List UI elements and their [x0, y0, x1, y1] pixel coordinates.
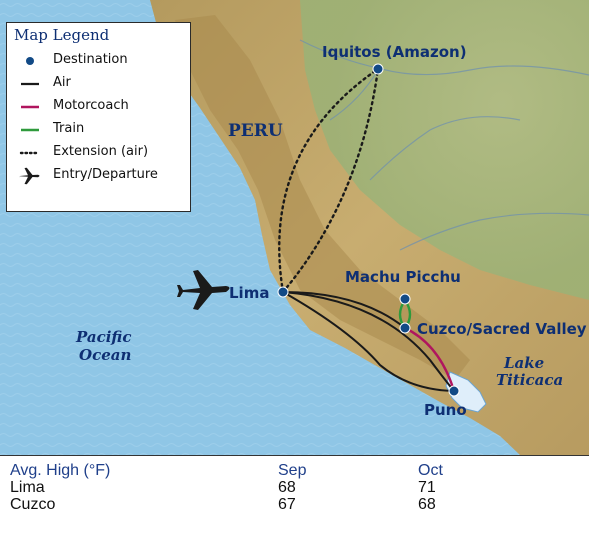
route-lima-puno-south [282, 291, 455, 392]
city-label-puno: Puno [424, 401, 467, 419]
legend-label: Entry/Departure [53, 167, 158, 182]
ocean-label-line2: Ocean [79, 346, 131, 364]
legend-item-extension: Extension (air) [7, 142, 190, 164]
legend-item-train: Train [7, 119, 190, 141]
row-oct: 68 [418, 496, 436, 513]
solid-line-icon [21, 82, 39, 86]
air-routes [282, 291, 455, 392]
legend-label: Extension (air) [53, 144, 149, 159]
city-label-iquitos: Iquitos (Amazon) [322, 43, 467, 61]
amazon-lowland [300, 0, 589, 300]
table-row: Cuzco 67 68 [10, 496, 538, 513]
city-label-machu-picchu: Machu Picchu [345, 268, 461, 286]
route-lima-cuzco [282, 291, 406, 329]
marker-machu-picchu[interactable] [399, 293, 411, 305]
country-label: PERU [228, 121, 283, 141]
table-row: Lima 68 71 [10, 479, 538, 496]
andes-ridge [175, 15, 470, 380]
marker-iquitos[interactable] [372, 63, 384, 75]
airplane-icon [177, 270, 230, 310]
green-line-icon [21, 128, 39, 132]
motorcoach-route [404, 326, 456, 392]
table-header-row: Avg. High (°F) Sep Oct [10, 462, 538, 479]
destination-markers [277, 63, 460, 397]
row-sep: 67 [278, 496, 296, 513]
row-sep: 68 [278, 479, 296, 496]
legend-label: Destination [53, 52, 128, 67]
airplane-icon [19, 167, 40, 185]
extension-routes [278, 67, 380, 294]
lake-label-line2: Titicaca [496, 371, 563, 389]
header-label: Avg. High (°F) [10, 462, 111, 479]
ocean-label-line1: Pacific [75, 328, 131, 346]
marker-cuzco[interactable] [399, 322, 411, 334]
legend-item-entry-departure: Entry/Departure [7, 165, 190, 187]
dotted-line-icon [19, 151, 41, 155]
route-lima-iquitos-east [281, 67, 380, 294]
lake-label-line1: Lake [503, 354, 544, 372]
city-label-cuzco: Cuzco/Sacred Valley [417, 320, 587, 338]
header-sep: Sep [278, 462, 307, 479]
city-label-lima: Lima [229, 284, 269, 302]
legend-label: Motorcoach [53, 98, 129, 113]
map-legend: Map Legend Destination Air Motorcoach Tr… [6, 22, 191, 212]
marker-puno[interactable] [448, 385, 460, 397]
legend-label: Train [53, 121, 85, 136]
marker-lima[interactable] [277, 286, 289, 298]
rivers [299, 39, 589, 251]
magenta-line-icon [21, 105, 39, 109]
route-lima-puno-north [282, 291, 455, 392]
legend-item-motorcoach: Motorcoach [7, 96, 190, 118]
row-city: Lima [10, 479, 45, 496]
header-oct: Oct [418, 462, 443, 479]
legend-item-destination: Destination [7, 50, 190, 72]
route-lima-iquitos-west [278, 67, 380, 294]
legend-title: Map Legend [14, 26, 110, 44]
legend-label: Air [53, 75, 71, 90]
dot-icon [26, 57, 34, 65]
temperature-table: Avg. High (°F) Sep Oct Lima 68 71 Cuzco … [0, 455, 589, 540]
legend-item-air: Air [7, 73, 190, 95]
row-city: Cuzco [10, 496, 56, 513]
row-oct: 71 [418, 479, 436, 496]
